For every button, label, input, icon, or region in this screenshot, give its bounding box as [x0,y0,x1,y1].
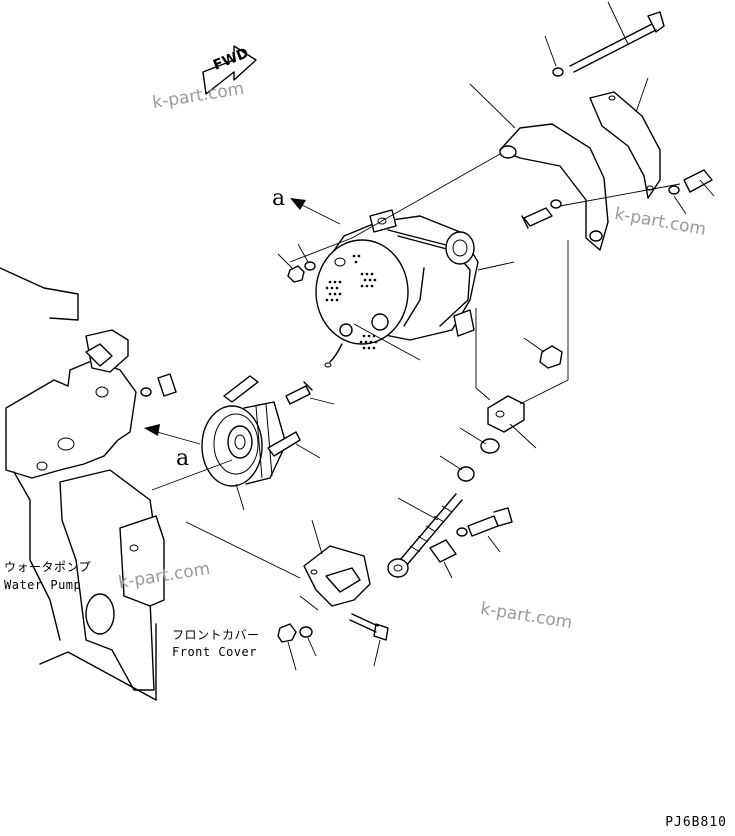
front-cover-label-ja: フロントカバー [172,628,260,642]
alternator-nut [277,253,305,283]
lower-collar [429,539,457,579]
alternator-bracket [469,83,609,251]
alternator [315,209,515,368]
link-alignment-line [475,308,491,401]
adjust-nut [523,337,563,369]
pulley-alignment-line [151,459,233,491]
pulley-fan-belt [223,375,321,459]
long-bolt [569,1,665,73]
bracket-alignment-line-top [289,153,501,263]
callout-a-left: a [176,446,190,471]
adjust-bracket [299,519,371,611]
bracket-washer [550,199,562,209]
bracket-to-link-line [519,240,569,405]
figure-code: PJ6B810 [665,815,727,830]
engine-front-cover [0,267,165,701]
adjusting-bolt [387,493,463,578]
callout-a-top: a [272,186,286,211]
lower-bolt [467,507,513,553]
right-bolt [683,169,715,197]
front-cover-label-en: Front Cover [172,645,257,659]
right-washer [668,185,687,215]
bracket-washer-small [299,626,317,657]
water-pump-fitting [85,343,177,397]
bracket-bolt [521,207,553,229]
cover-to-bracket-line [185,521,301,579]
bracket-nut [277,623,297,671]
alternator-alignment-line [353,323,421,361]
fwd-arrow-icon [202,45,257,95]
adjust-link [487,395,537,449]
arrow-a-left [144,424,201,445]
bracket-lower-bolt [349,613,389,667]
bracket-alignment-line [559,183,681,207]
adjust-spacer [459,427,500,454]
lower-washer [456,527,468,537]
water-pump-label-en: Water Pump [4,578,82,592]
adjust-nut-lower [439,455,475,482]
pulley-bolt [285,381,335,405]
water-pump-label-ja: ウォータポンプ [4,560,92,574]
arrow-a-top [290,198,341,225]
alternator-washer [297,243,316,271]
top-washer [544,35,564,77]
